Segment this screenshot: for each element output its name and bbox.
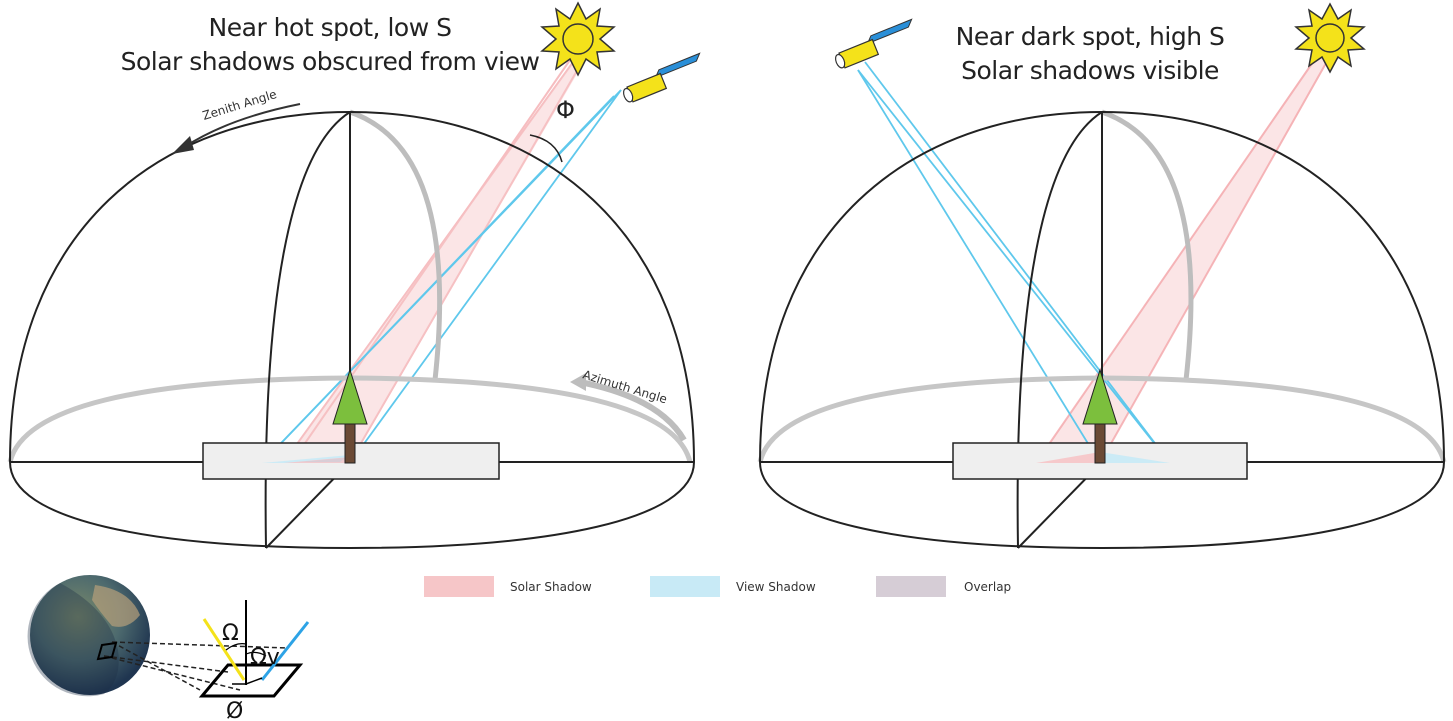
inset-solar-angle-symbol: Ω: [222, 621, 239, 646]
left-dome-base: [9, 461, 695, 550]
left-tree-trunk: [344, 421, 356, 464]
right-satellite-icon: [834, 18, 913, 69]
right-front-meridian: [1016, 111, 1103, 549]
right-title-line1: Near dark spot, high S: [956, 22, 1225, 51]
globe-pixel: [96, 641, 118, 661]
right-back-meridian: [1101, 109, 1194, 381]
inset-projection-lines: [103, 641, 289, 691]
inset-azimuth-wedge: [232, 677, 263, 685]
left-title-line1: Near hot spot, low S: [209, 13, 452, 42]
right-dome-base: [759, 461, 1445, 550]
right-title-line2: Solar shadows visible: [961, 56, 1219, 85]
left-tree-crown: [332, 368, 368, 425]
legend-label-view-shadow: View Shadow: [736, 580, 816, 594]
globe-night-side: [27, 583, 119, 697]
right-sun-icon: [1294, 2, 1366, 74]
right-solar-rays: [1035, 51, 1331, 464]
phase-angle-symbol: Φ: [556, 96, 575, 124]
right-tree-trunk: [1094, 421, 1106, 464]
left-overlap-shadow: [300, 458, 345, 462]
right-view-shadow: [1100, 452, 1170, 463]
legend-swatch-view-shadow: [650, 576, 720, 597]
phase-angle-arc: [529, 134, 563, 163]
inset-view-ray: [260, 621, 310, 681]
inset-angle-arcs: [225, 643, 267, 657]
left-solar-ray-band: [284, 58, 584, 462]
azimuth-arrow-head: [570, 373, 586, 391]
legend-label-overlap: Overlap: [964, 580, 1011, 594]
left-back-meridian: [349, 109, 443, 381]
inset-solar-ray: [202, 618, 246, 681]
right-dome-panel: Near dark spot, high S Solar shadows vis…: [757, 2, 1447, 550]
zenith-angle-label: Zenith Angle: [201, 87, 279, 123]
right-view-rays: [857, 61, 1171, 464]
azimuth-angle-arrow: [579, 379, 687, 442]
right-tree-crown: [1082, 368, 1118, 425]
inset-geometry: Ω Ωv Ø: [27, 575, 310, 721]
legend: Solar Shadow View Shadow Overlap: [424, 576, 1011, 597]
left-dome-panel: Zenith Angle Azimuth Angle Φ Near hot sp…: [7, 1, 701, 550]
zenith-angle-arrow: [185, 103, 301, 147]
zenith-arrow-head: [172, 136, 194, 154]
right-solar-ray-band: [1036, 50, 1330, 463]
globe-landmass: [92, 585, 140, 627]
left-front-meridian: [264, 111, 351, 549]
left-solar-rays: [283, 57, 583, 463]
inset-azimuth-symbol: Ø: [226, 699, 243, 721]
right-solar-shadow: [1036, 452, 1100, 463]
inset-view-angle-symbol: Ωv: [250, 645, 280, 670]
legend-swatch-solar-shadow: [424, 576, 494, 597]
left-sun-icon: [540, 1, 616, 77]
legend-swatch-overlap: [876, 576, 946, 597]
left-title-line2: Solar shadows obscured from view: [121, 47, 540, 76]
inset-ground-plane: [198, 663, 304, 698]
legend-label-solar-shadow: Solar Shadow: [510, 580, 592, 594]
left-satellite-icon: [622, 52, 701, 103]
